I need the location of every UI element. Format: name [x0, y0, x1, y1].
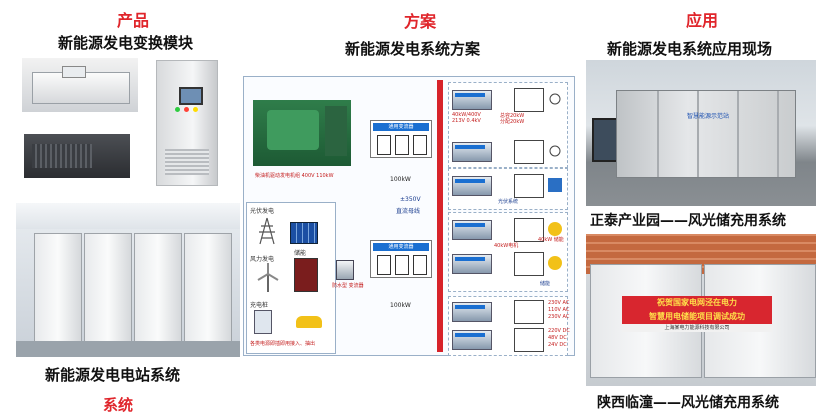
source-wind-label: 风力发电 — [250, 256, 275, 263]
site2-banner: 祝贺国家电网泾在电力 智慧用电储能项目调试成功 — [622, 296, 772, 324]
power-station-image — [16, 203, 240, 357]
ac-gen-label: 总容20kW — [500, 113, 525, 119]
application-subtitle: 新能源发电系统应用现场 — [607, 40, 773, 58]
dc-label-6: 24V DC — [548, 342, 567, 348]
bus-name-label: 直流母线 — [396, 208, 421, 215]
battery-label: 40kW 储能 — [538, 237, 564, 243]
ac-load-label: 40kW/400V — [452, 112, 481, 118]
dc-label-1: 230V AC — [548, 300, 570, 306]
dc-label-2: 110V AC — [548, 307, 570, 313]
site1-caption: 正泰产业园——风光储充用系统 — [590, 213, 786, 229]
scheme-heading: 方案 — [404, 12, 437, 31]
converter-top-header: 通用变流器 — [373, 123, 429, 131]
site2-banner-line2: 智慧用电储能项目调试成功 — [649, 312, 745, 321]
dc-label-4: 220V DC — [548, 328, 570, 334]
converter-bottom: 通用变流器 — [370, 240, 432, 278]
ac-load-label-2: 213V 0.4kV — [452, 118, 481, 124]
wind-turbine-icon — [254, 262, 282, 292]
generator-label: 柴油机驱动发电机组 400V 110kW — [255, 173, 334, 179]
solar-panel-icon — [290, 222, 318, 244]
source-pv-label: 光伏发电 — [250, 208, 275, 215]
source-charger-label: 充电桩 — [250, 302, 269, 309]
bus-voltage-label: ±350V — [400, 196, 421, 203]
converter-top: 通用变流器 — [370, 120, 432, 158]
waterproof-converter-icon — [336, 260, 354, 280]
power-bottom-label: 100kW — [390, 302, 411, 309]
device-row-7 — [452, 328, 564, 352]
dc-label-3: 230V AC — [548, 314, 570, 320]
dc-label-5: 48V DC — [548, 335, 567, 341]
converter-cabinet-image — [148, 56, 226, 188]
storage-label: 储能 — [540, 281, 551, 287]
storage-cabinet-icon — [294, 258, 318, 292]
device-row-6 — [452, 300, 564, 324]
product-heading: 产品 — [117, 11, 150, 30]
device-row-3 — [452, 174, 564, 198]
device-row-2 — [452, 140, 564, 164]
electric-car-icon — [296, 316, 322, 328]
pylon-icon — [252, 216, 282, 246]
application-heading: 应用 — [686, 11, 719, 30]
site1-sign: 智慧能源示范站 — [686, 113, 729, 120]
scheme-subtitle: 新能源发电系统方案 — [345, 40, 481, 58]
device-row-1 — [452, 88, 564, 112]
module-title: 新能源发电变换模块 — [58, 34, 194, 52]
device-row-5 — [452, 252, 564, 276]
motor-label: 40kW电机 — [494, 243, 519, 249]
site1-photo: 智慧能源示范站 — [586, 60, 816, 206]
pv-label: 光伏系统 — [498, 199, 519, 205]
diesel-generator-image — [253, 100, 351, 166]
charger-icon — [254, 310, 272, 334]
dc-bus-bar — [437, 80, 443, 352]
converter-module-image-1 — [22, 58, 138, 112]
site2-caption: 陕西临潼——风光储充用系统 — [597, 395, 779, 411]
site2-banner-sub: 上海某电力能源科技有限公司 — [622, 324, 772, 332]
source-storage-label: 储能 — [294, 250, 307, 257]
system-label: 系统 — [103, 396, 134, 414]
footer-note: 各类电源即插即用接入、抽出 — [250, 341, 316, 347]
converter-bottom-header: 通用变流器 — [373, 243, 429, 251]
site2-photo: 祝贺国家电网泾在电力 智慧用电储能项目调试成功 上海某电力能源科技有限公司 — [586, 234, 816, 386]
station-title: 新能源发电电站系统 — [45, 366, 181, 384]
ac-gen-label-2: 分配20kW — [500, 119, 525, 125]
converter-tag: 防水型 变流器 — [332, 283, 364, 289]
power-top-label: 100kW — [390, 176, 411, 183]
converter-module-image-2 — [18, 124, 136, 186]
site2-banner-line1: 祝贺国家电网泾在电力 — [657, 298, 737, 307]
device-row-4 — [452, 218, 564, 242]
